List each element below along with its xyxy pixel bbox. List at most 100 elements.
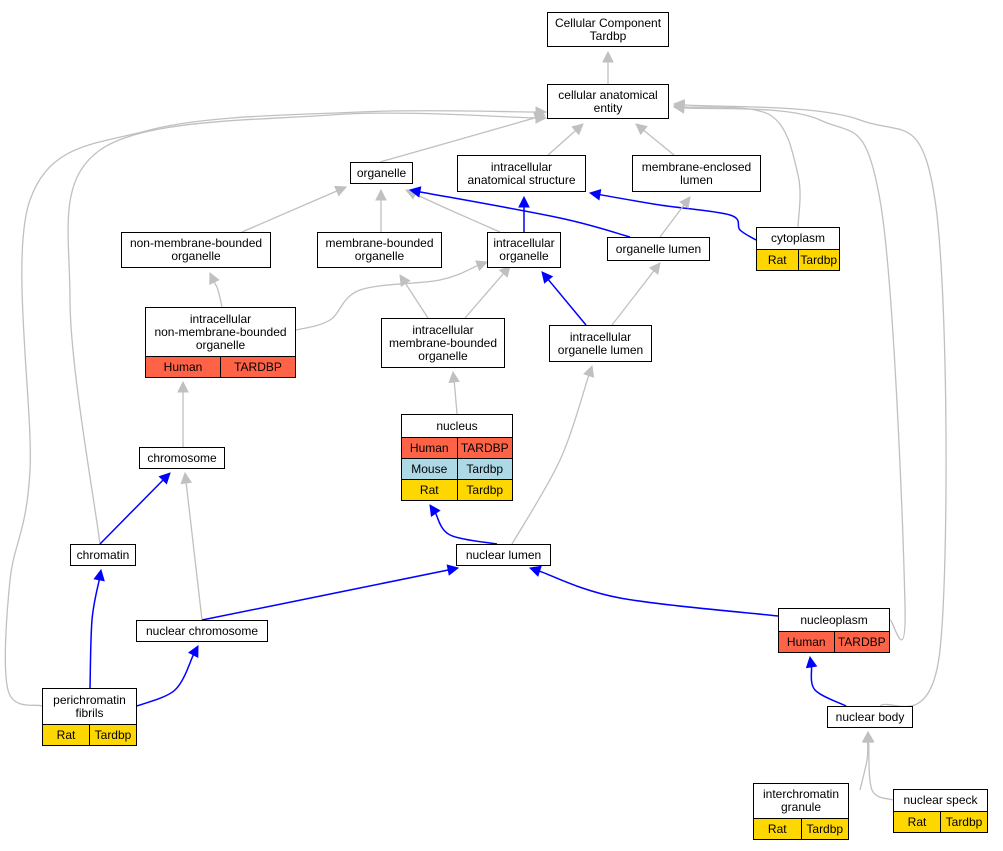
- annotation-row: Human TARDBP: [402, 437, 512, 458]
- edge-iol-to-io: [547, 279, 587, 326]
- term-label: membrane-bounded organelle: [325, 236, 434, 263]
- annotation-species: Rat: [767, 822, 787, 836]
- term-node-nchrom[interactable]: nuclear chromosome: [136, 620, 268, 642]
- term-label: cellular anatomical entity: [558, 87, 658, 115]
- annotation-gene: TARDBP: [456, 438, 513, 458]
- term-label: nuclear speck: [903, 793, 978, 807]
- edge-nchrom-to-chromosome: [185, 482, 203, 621]
- term-node-organelle[interactable]: organelle: [350, 162, 413, 184]
- annotation-gene: TARDBP: [220, 357, 295, 377]
- edge-arrowhead-nlumen-to-nucleus: [429, 504, 441, 517]
- edge-nlumen-to-nucleus: [434, 512, 498, 545]
- edge-organelle-to-cae: [379, 117, 536, 163]
- term-node-imbo[interactable]: intracellular membrane-bounded organelle: [381, 318, 505, 368]
- term-node-chromatin[interactable]: chromatin: [70, 544, 136, 566]
- edge-pfib-to-cae: [4, 110, 537, 707]
- edge-arrowhead-nchrom-to-nlumen: [446, 564, 460, 576]
- term-label: nuclear chromosome: [145, 623, 259, 638]
- annotation-row: Rat Tardbp: [894, 811, 987, 832]
- edge-ias-to-cae: [547, 130, 576, 156]
- term-node-olumen[interactable]: organelle lumen: [607, 237, 710, 261]
- edge-arrowhead-imbo-to-io: [498, 265, 511, 278]
- edge-chromatin-to-chromosome: [99, 479, 164, 545]
- edge-nbody-to-nucleoplasm: [810, 666, 847, 707]
- edge-nspeck-to-nbody: [868, 741, 894, 801]
- annotation-gene: Tardbp: [800, 819, 849, 839]
- term-node-nbody[interactable]: nuclear body: [827, 706, 913, 728]
- edge-arrowhead-mel-to-cae: [635, 123, 648, 136]
- annotation-gene: Tardbp: [940, 812, 987, 832]
- term-label: intracellular anatomical structure: [467, 159, 576, 187]
- edge-cytoplasm-to-cae: [683, 106, 801, 228]
- term-node-iol[interactable]: intracellular organelle lumen: [549, 325, 652, 362]
- term-label: intracellular non-membrane-bounded organ…: [154, 311, 287, 352]
- term-node-io[interactable]: intracellular organelle: [487, 232, 561, 268]
- edge-nucleoplasm-to-cae: [683, 107, 906, 641]
- term-node-mbo[interactable]: membrane-bounded organelle: [317, 232, 442, 268]
- annotation-species: Rat: [767, 253, 787, 267]
- edge-arrowhead-imbo-to-mbo: [399, 274, 411, 287]
- term-label: nuclear lumen: [465, 547, 542, 562]
- edge-cytoplasm-to-ias: [599, 193, 757, 241]
- term-node-root[interactable]: Cellular Component Tardbp: [547, 12, 669, 47]
- term-label: nucleoplasm: [800, 612, 868, 627]
- edge-nucleoplasm-to-nlumen: [539, 570, 779, 617]
- edge-arrowhead-inmbo-to-io: [475, 260, 489, 272]
- edge-nucleus-to-imbo: [453, 381, 458, 415]
- edge-nchrom-to-nlumen: [201, 569, 449, 621]
- term-node-mel[interactable]: membrane-enclosed lumen: [632, 155, 761, 192]
- term-node-chromosome[interactable]: chromosome: [139, 447, 225, 469]
- edge-arrowhead-pfib-to-chromatin: [93, 568, 105, 582]
- edge-arrowhead-nchrom-to-chromosome: [180, 471, 192, 485]
- term-node-cae[interactable]: cellular anatomical entity: [547, 84, 669, 119]
- term-node-nmbo[interactable]: non-membrane-bounded organelle: [121, 232, 271, 268]
- annotation-species: Rat: [907, 815, 927, 829]
- edge-chromatin-to-cae: [67, 112, 537, 545]
- term-label: chromosome: [147, 450, 217, 465]
- edge-olumen-to-organelle: [419, 191, 631, 238]
- edge-pfib-to-nchrom: [136, 654, 195, 707]
- edge-nbody-to-cae: [683, 104, 947, 708]
- edge-arrowhead-cytoplasm-to-ias: [588, 189, 602, 201]
- edge-arrowhead-pfib-to-cae: [535, 106, 548, 118]
- edge-arrowhead-nmbo-to-organelle: [334, 185, 348, 197]
- term-label: nucleus: [436, 418, 478, 433]
- term-label: Cellular Component Tardbp: [554, 15, 662, 43]
- term-label: organelle lumen: [615, 241, 702, 256]
- edge-arrowhead-chromatin-to-chromosome: [158, 472, 171, 485]
- edge-inmbo-to-io: [295, 264, 478, 331]
- term-label: non-membrane-bounded organelle: [129, 236, 263, 263]
- term-node-inmbo[interactable]: intracellular non-membrane-bounded organ…: [145, 307, 296, 378]
- annotation-species: Rat: [419, 483, 439, 497]
- term-label: nuclear body: [835, 709, 905, 724]
- edge-pfib-to-chromatin: [89, 579, 100, 689]
- edge-arrowhead-nbody-to-nucleoplasm: [805, 655, 818, 669]
- edge-arrowhead-nspeck-to-nbody: [862, 730, 875, 743]
- edge-arrowhead-nucleus-to-imbo: [448, 370, 460, 384]
- term-node-ias[interactable]: intracellular anatomical structure: [457, 155, 586, 192]
- edge-arrowhead-nbody-to-cae: [672, 99, 685, 111]
- annotation-species: Human: [409, 441, 449, 455]
- term-label: organelle: [356, 165, 407, 180]
- edge-arrowhead-ias-to-cae: [571, 123, 584, 136]
- edge-arrowhead-mbo-to-organelle: [375, 188, 387, 201]
- term-node-nlumen[interactable]: nuclear lumen: [456, 544, 551, 566]
- term-label: membrane-enclosed lumen: [641, 159, 752, 187]
- edge-arrowhead-inmbo-to-nmbo: [209, 271, 220, 285]
- edge-arrowhead-pfib-to-nchrom: [187, 645, 199, 658]
- edge-nmbo-to-organelle: [241, 190, 338, 233]
- edge-imbo-to-mbo: [404, 283, 429, 319]
- edge-inmbo-to-nmbo: [213, 281, 223, 308]
